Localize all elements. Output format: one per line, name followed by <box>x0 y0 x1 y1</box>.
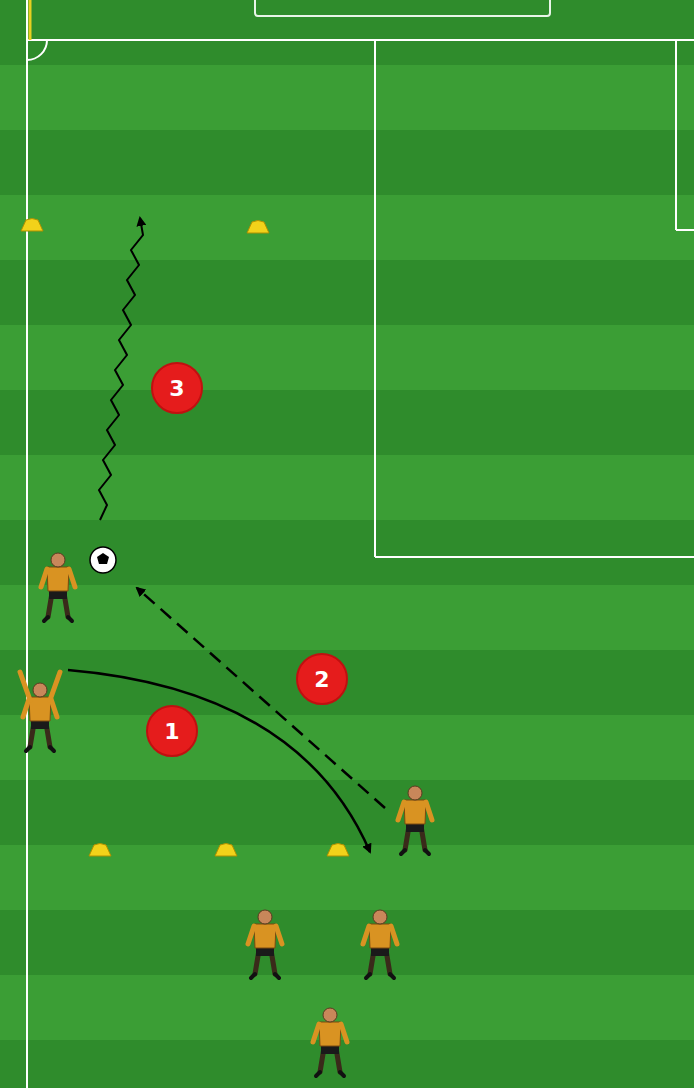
callout-number: 3 <box>151 362 203 414</box>
callout-number: 2 <box>296 653 348 705</box>
callout-number: 1 <box>146 705 198 757</box>
